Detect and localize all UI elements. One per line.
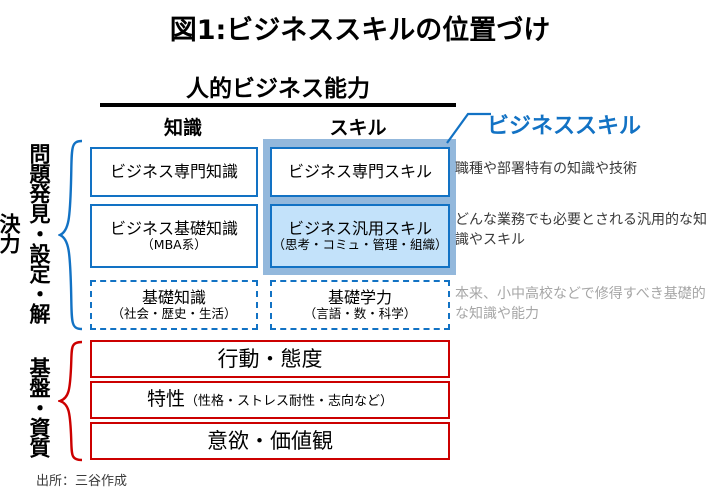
cell-label: ビジネス専門知識 xyxy=(109,161,238,181)
source-note: 出所：三谷作成 xyxy=(36,474,128,489)
cell-knowledge-basic-business[interactable]: ビジネス基礎知識 （MBA系） xyxy=(90,204,258,268)
annotation-general: どんな業務でも必要とされる汎用的な知識やスキル xyxy=(455,212,707,248)
brace-blue-icon xyxy=(58,139,83,331)
cell-label: 特性 xyxy=(146,388,185,411)
cell-skill-specialized[interactable]: ビジネス専門スキル xyxy=(270,147,450,197)
annotation-foundational: 本来、小中高校などで修得すべき基礎的な知識や能力 xyxy=(455,286,706,322)
cell-sublabel: （言語・数・科学） xyxy=(303,306,417,321)
cell-knowledge-foundational[interactable]: 基礎知識 （社会・歴史・生活） xyxy=(90,280,258,330)
cell-skill-foundational[interactable]: 基礎学力 （言語・数・科学） xyxy=(270,280,450,330)
callout-leader-line xyxy=(446,112,491,144)
column-header-knowledge: 知識 xyxy=(163,117,202,139)
header-divider-rule xyxy=(100,103,456,107)
side-label-foundation: 基盤・資質 xyxy=(27,357,51,457)
cell-label: 意欲・価値観 xyxy=(207,428,333,453)
cell-skill-general-business[interactable]: ビジネス汎用スキル （思考・コミュ・管理・組織） xyxy=(270,204,450,268)
cell-sublabel: （社会・歴史・生活） xyxy=(111,306,237,321)
cell-foundation-motivation[interactable]: 意欲・価値観 xyxy=(90,422,450,460)
cell-sublabel: （MBA系） xyxy=(141,237,207,252)
cell-foundation-traits[interactable]: 特性 （性格・ストレス耐性・志向など） xyxy=(90,381,450,419)
cell-sublabel: （性格・ストレス耐性・志向など） xyxy=(185,394,394,410)
cell-knowledge-specialized[interactable]: ビジネス専門知識 xyxy=(90,147,258,197)
cell-label: 基礎知識 xyxy=(141,287,206,307)
annotation-specialized: 職種や部署特有の知識や技術 xyxy=(455,161,637,177)
cell-sublabel: （思考・コミュ・管理・組織） xyxy=(272,237,448,252)
cell-label: 行動・態度 xyxy=(217,346,323,371)
page-title: 図1:ビジネススキルの位置づけ xyxy=(169,15,551,46)
cell-label: 基礎学力 xyxy=(327,287,392,307)
callout-label-business-skill: ビジネススキル xyxy=(487,114,642,139)
cell-label: ビジネス汎用スキル xyxy=(287,218,432,238)
cell-label: ビジネス基礎知識 xyxy=(109,218,238,238)
side-label-problem-solving: 問題発見・設定・解決力 xyxy=(0,143,51,323)
cell-foundation-behavior[interactable]: 行動・態度 xyxy=(90,340,450,378)
brace-red-icon xyxy=(58,340,83,462)
column-header-skill: スキル xyxy=(329,117,387,139)
column-group-title: 人的ビジネス能力 xyxy=(186,76,370,102)
cell-label: ビジネス専門スキル xyxy=(287,161,432,181)
